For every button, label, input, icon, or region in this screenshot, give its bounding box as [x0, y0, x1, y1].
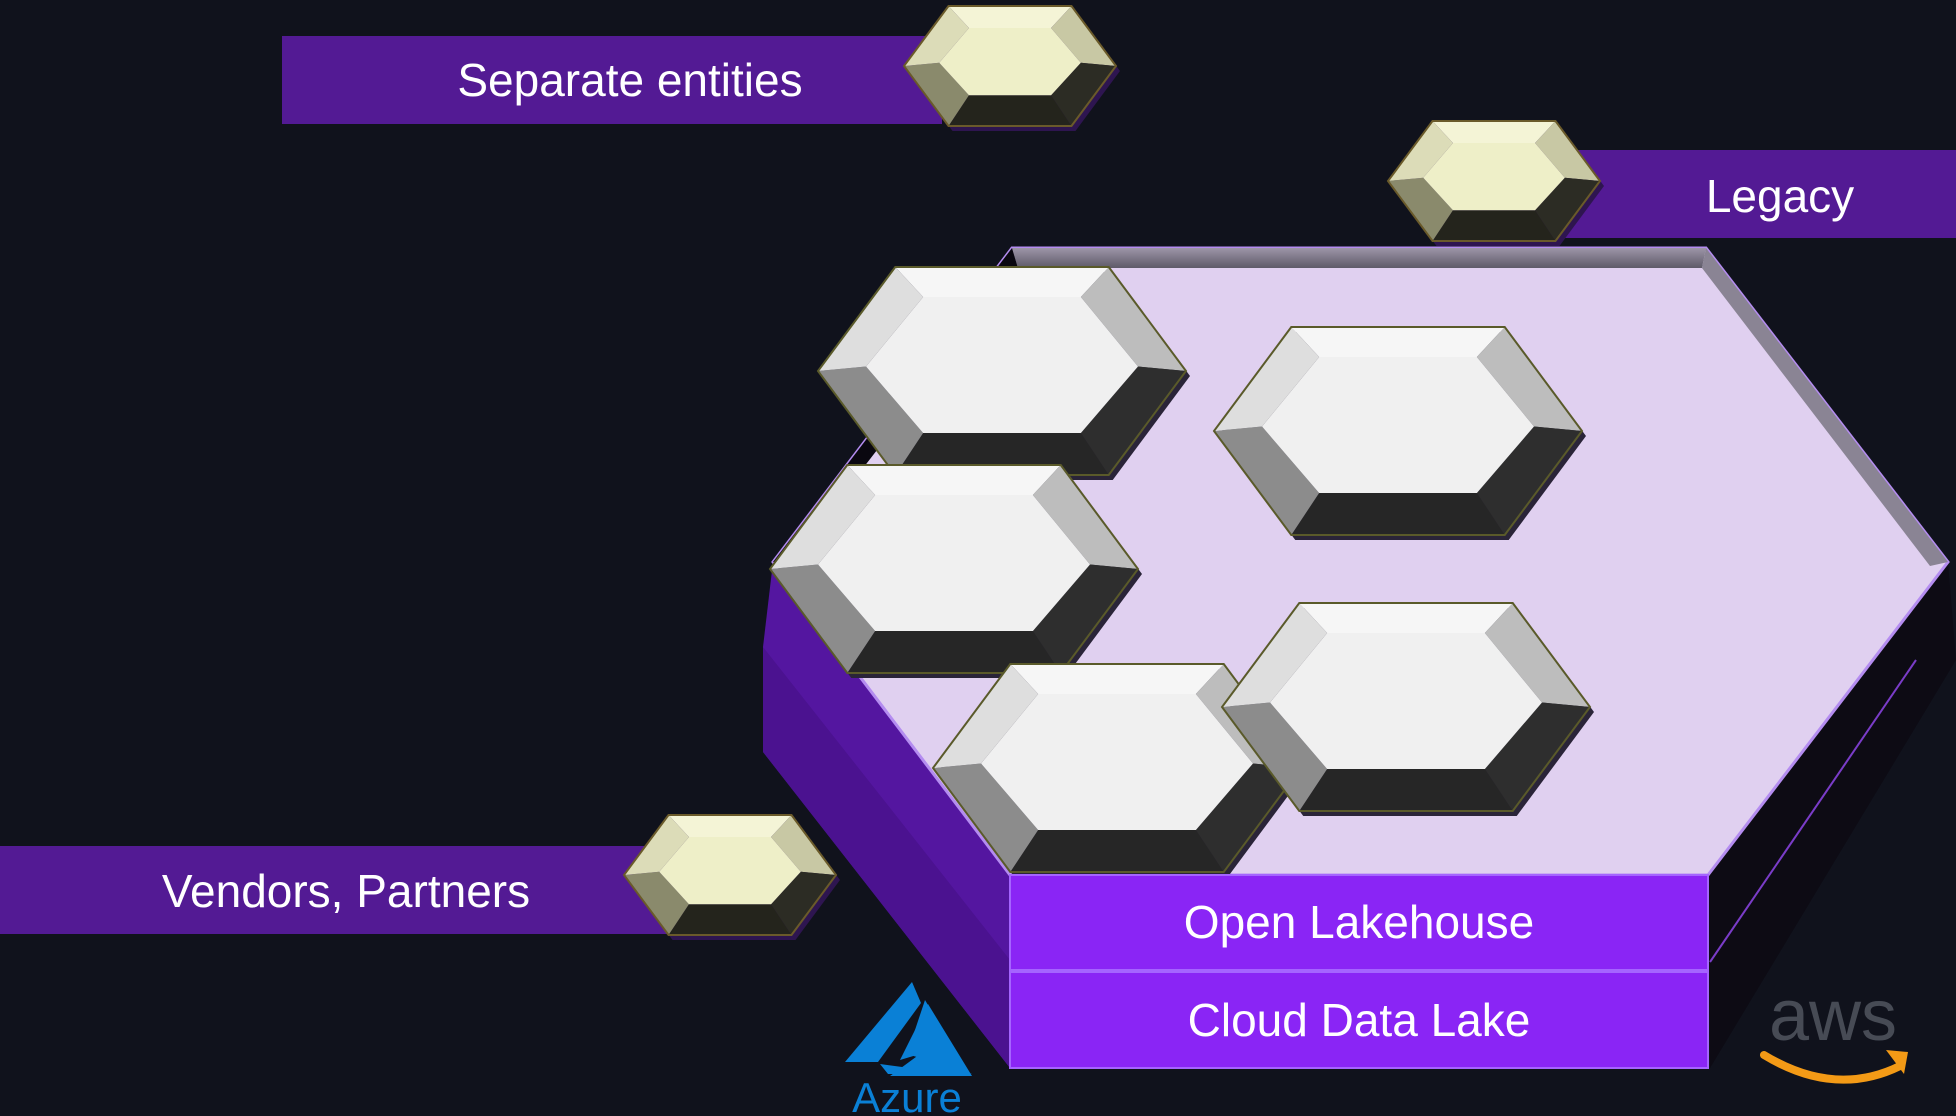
tile-bevel [1214, 426, 1320, 535]
cloud-data-lake-label: Cloud Data Lake [1188, 994, 1531, 1046]
cloud-data-lake-box [1009, 971, 1709, 1069]
layer-open-lakehouse: Open Lakehouse [1009, 874, 1709, 971]
aws-logo-text: aws [1769, 976, 1897, 1056]
aws-smile-arrow [1760, 1051, 1904, 1084]
banner-legacy: Legacy [1540, 150, 1956, 238]
legacy-label: Legacy [1706, 170, 1854, 222]
tile-bevel [1535, 177, 1600, 241]
tile-bevel [1476, 327, 1582, 431]
tile-bevel [1195, 763, 1301, 872]
tile-bevel [1535, 121, 1600, 181]
tile-edge [816, 266, 1188, 476]
tile-bevel [1010, 830, 1224, 872]
platform-rim-top [1012, 248, 1706, 268]
tile-bevel [624, 815, 689, 875]
open-lakehouse-box [1009, 874, 1709, 971]
tile-face [1270, 633, 1542, 769]
banner-hex-3 [622, 814, 840, 940]
tile-edge [1386, 120, 1602, 242]
tile-bevel [1299, 603, 1513, 633]
azure-logo-shape-fill [890, 1004, 972, 1076]
tile-bevel [1214, 327, 1320, 431]
tile-bevel [771, 871, 836, 935]
tile-edge [902, 5, 1118, 127]
tile-edge [622, 814, 838, 936]
banner-hex-1 [902, 5, 1120, 131]
tile-bevel [1299, 769, 1513, 811]
tile-edge [1212, 326, 1584, 536]
tile-bevel [1032, 465, 1138, 569]
tile-bevel [933, 664, 1039, 768]
banner-hex-2 [1386, 120, 1604, 246]
tile-bevel [1484, 603, 1590, 707]
tile-bevel [1291, 327, 1505, 357]
tile-edge [931, 663, 1303, 873]
platform-right-edge-line [1709, 659, 1917, 963]
tile-bevel [1032, 564, 1138, 673]
azure-logo-text: Azure [852, 1074, 962, 1116]
tile-bevel [668, 815, 792, 837]
banner-vendors-partners: Vendors, Partners [0, 846, 680, 934]
tile-face [866, 297, 1138, 433]
platform-tile-5 [1220, 602, 1594, 816]
tile-face [818, 495, 1090, 631]
aws-arrow-head [1886, 1050, 1908, 1074]
platform-tile-2 [1212, 326, 1586, 540]
tile-bevel [847, 465, 1061, 495]
platform-tile-4 [931, 663, 1305, 877]
tile-bevel [771, 815, 836, 875]
platform-rim-right [1702, 248, 1948, 566]
banner-bar [0, 846, 680, 934]
platform-tiles [768, 266, 1594, 877]
banner-bar [1540, 150, 1956, 238]
banner-separate-entities: Separate entities [282, 36, 942, 124]
tile-bevel [1080, 366, 1186, 475]
tile-face [1262, 357, 1534, 493]
aws-logo: aws [1760, 976, 1908, 1084]
tile-face [939, 28, 1081, 96]
platform-tile-3 [768, 464, 1142, 678]
separate-entities-label: Separate entities [457, 54, 802, 106]
azure-logo-shape-left [845, 982, 921, 1062]
layer-cloud-data-lake: Cloud Data Lake [1009, 971, 1709, 1069]
tile-bevel [1222, 603, 1328, 707]
tile-bevel [1010, 664, 1224, 694]
tile-face [981, 694, 1253, 830]
tile-bevel [948, 6, 1072, 28]
tile-bevel [1080, 267, 1186, 371]
tile-bevel [1051, 62, 1116, 126]
tile-face [659, 837, 801, 905]
open-lakehouse-label: Open Lakehouse [1184, 896, 1534, 948]
tile-bevel [904, 62, 969, 126]
tile-bevel [1476, 426, 1582, 535]
azure-logo: Azure [845, 982, 972, 1116]
tile-bevel [1432, 210, 1556, 241]
tile-bevel [624, 871, 689, 935]
tile-bevel [847, 631, 1061, 673]
tile-bevel [818, 267, 924, 371]
platform-left-side-lower [763, 647, 1010, 1068]
tile-bevel [770, 465, 876, 569]
tile-bevel [933, 763, 1039, 872]
tile-bevel [818, 366, 924, 475]
tile-face [1423, 143, 1565, 211]
tile-bevel [1432, 121, 1556, 143]
tile-bevel [1222, 702, 1328, 811]
banner-bar [282, 36, 942, 124]
banner-hexes [622, 5, 1604, 940]
tile-bevel [1291, 493, 1505, 535]
vendors-partners-label: Vendors, Partners [162, 865, 530, 917]
tile-bevel [1388, 177, 1453, 241]
tile-bevel [770, 564, 876, 673]
tile-bevel [1484, 702, 1590, 811]
tile-bevel [904, 6, 969, 66]
platform-right-side [1708, 562, 1956, 1068]
tile-edge [1220, 602, 1592, 812]
tile-bevel [1051, 6, 1116, 66]
tile-bevel [668, 904, 792, 935]
tile-bevel [895, 267, 1109, 297]
tile-bevel [1388, 121, 1453, 181]
tile-bevel [948, 95, 1072, 126]
